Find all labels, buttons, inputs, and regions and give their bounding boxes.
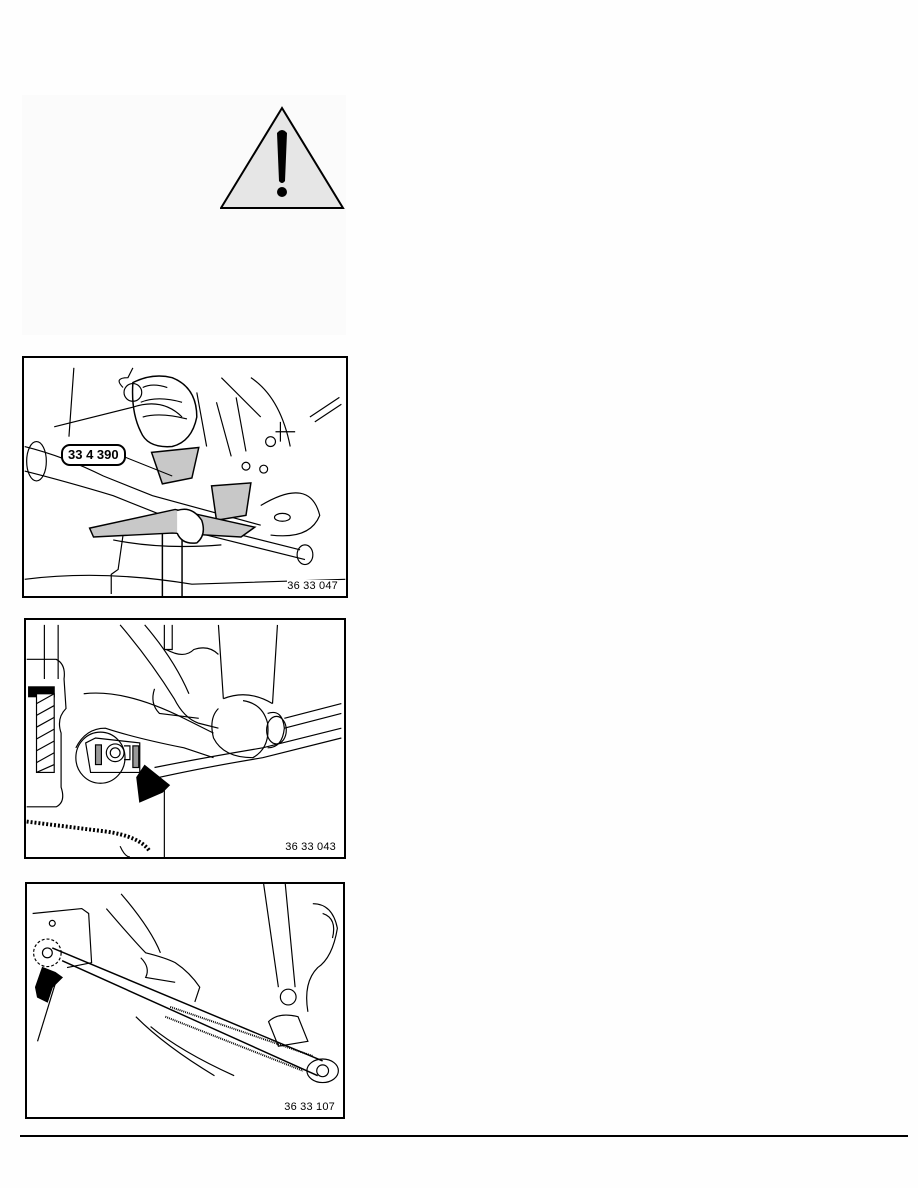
figure-2: 36 33 043 <box>24 618 346 859</box>
shock-absorber-illustration <box>26 624 342 857</box>
figure-number: 36 33 107 <box>284 1101 335 1114</box>
warning-box <box>22 95 346 335</box>
figure-number: 36 33 047 <box>287 580 338 593</box>
figure-3: 36 33 107 <box>25 882 345 1119</box>
wrench-illustration <box>32 884 339 1084</box>
suspension-illustration <box>24 367 346 596</box>
footer-rule <box>20 1135 908 1137</box>
warning-triangle-icon <box>220 106 345 209</box>
figure-number: 36 33 043 <box>285 841 336 854</box>
figure-1: 33 4 390 36 33 047 <box>22 356 348 598</box>
tool-callout-label: 33 4 390 <box>61 444 126 466</box>
